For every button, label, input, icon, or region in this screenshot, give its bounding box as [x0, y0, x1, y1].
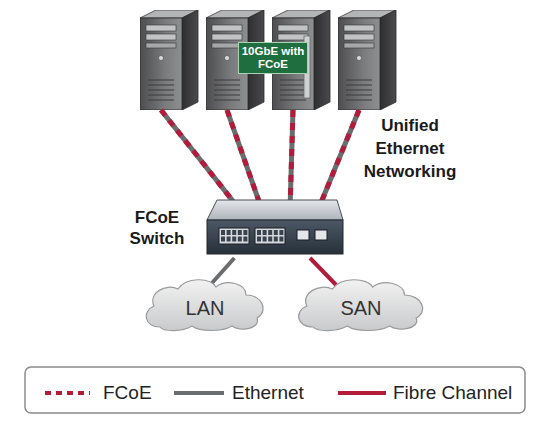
port [227, 230, 231, 235]
switch-drawing [205, 198, 345, 258]
port [279, 237, 283, 242]
port [274, 237, 278, 242]
port [263, 237, 267, 242]
port [232, 230, 236, 235]
cloud-label: SAN [340, 297, 381, 320]
port [279, 230, 283, 235]
legend-entry: Fibre Channel [393, 381, 512, 405]
network-caption: Unified Ethernet Networking [356, 114, 464, 183]
port [232, 237, 236, 242]
switch-top [207, 200, 343, 220]
fcoe-link-dashes [161, 110, 359, 210]
port [221, 230, 225, 235]
legend-text: Ethernet [232, 382, 304, 403]
port [257, 230, 261, 235]
port [243, 237, 247, 242]
port [274, 230, 278, 235]
port [238, 237, 242, 242]
switch-front [207, 220, 343, 254]
card-label: 10GbE with FCoE [239, 45, 307, 71]
uplink-port [297, 230, 309, 240]
legend-entry: FCoE [103, 381, 152, 405]
port [221, 237, 225, 242]
server-tower [140, 10, 198, 110]
port [227, 237, 231, 242]
ethernet-link [210, 258, 234, 285]
port-block [219, 228, 249, 244]
legend-box [25, 367, 525, 413]
fibre-channel-link [310, 258, 336, 285]
fcoe-link-base [161, 110, 359, 210]
port [263, 230, 267, 235]
port-block [255, 228, 285, 244]
fcoe-switch: FCoE Switch [205, 198, 345, 258]
cloud-label: LAN [186, 297, 225, 320]
port [268, 230, 272, 235]
uplink-port [315, 230, 327, 240]
legend-text: Fibre Channel [393, 382, 512, 403]
port [257, 237, 261, 242]
port [238, 230, 242, 235]
legend-entry: Ethernet [232, 381, 304, 405]
cloud-outline [146, 280, 263, 331]
lan-cloud: LAN [140, 275, 270, 333]
port [243, 230, 247, 235]
legend-text: FCoE [103, 382, 152, 403]
legend-ethernet-sample [174, 391, 224, 395]
nic-card: 10GbE with FCoE [238, 42, 308, 74]
fcoe-links [161, 110, 359, 210]
legend-fibre-sample [338, 391, 386, 395]
switch-label: FCoE Switch [123, 207, 191, 249]
server-group [140, 10, 396, 110]
port [268, 237, 272, 242]
san-cloud: SAN [292, 275, 430, 333]
server-tower [338, 10, 396, 110]
legend-fcoe-sample [45, 391, 90, 395]
cloud-outline [299, 280, 423, 331]
